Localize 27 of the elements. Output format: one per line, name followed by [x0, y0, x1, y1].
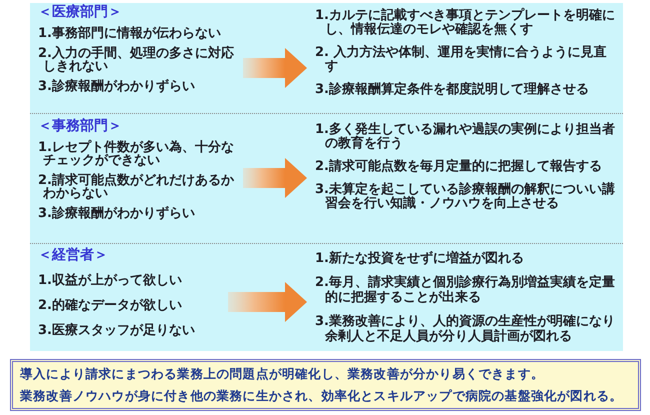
- section-heading: ＜事務部門＞: [38, 119, 123, 134]
- summary-text: 導入により請求にまつわる業務上の問題点が明確化し、業務改善が分かり易くできます。: [20, 365, 545, 383]
- list-item: 2.請求可能点数がどれだけあるかわからない: [38, 174, 235, 200]
- list-item: 2. 入力方法や体制、運用を実情に合うように見直す: [315, 46, 608, 74]
- list-item: 3.診療報酬算定条件を都度説明して理解させる: [315, 83, 590, 97]
- list-item: 3.医療スタッフが足りない: [38, 324, 196, 338]
- list-item: 2.入力の手間、処理の多さに対応しきれない: [38, 47, 235, 73]
- arrow: [228, 282, 307, 322]
- list-item: 3.診療報酬がわかりずらい: [38, 207, 196, 220]
- section-heading: ＜医療部門＞: [38, 5, 123, 20]
- list-item: 2.毎月、請求実績と個別診療行為別増益実績を定量的に把握することが出来る: [315, 275, 615, 305]
- list-item: 2.請求可能点数を毎月定量的に把握して報告する: [315, 160, 603, 174]
- list-item: 3.未算定を起こしている診療報酬の解釈についい講習会を行い知識・ノウハウを向上させる: [315, 183, 615, 211]
- list-item: 3.業務改善により、人的資源の生産性が明確になり余剰人と不足人員が分り人員計画が図れる: [315, 314, 615, 344]
- summary-text: 業務改善ノウハウが身に付き他の業務に生かされ、効率化とスキルアップで病院の基盤強化が図れる。: [20, 387, 624, 405]
- list-item: 1.収益が上がって欲しい: [38, 274, 183, 288]
- list-item: 1.新たな投資をせずに増益が図れる: [315, 251, 525, 266]
- section-heading: ＜経営者＞: [38, 248, 109, 263]
- list-item: 1.レセプト件数が多い為、十分なチェックができない: [38, 141, 235, 167]
- list-item: 2.的確なデータが欲しい: [38, 299, 183, 313]
- summary-box: [10, 359, 641, 411]
- list-item: 1.カルテに記載すべき事項とテンプレートを明確にし、情報伝達のモレや確認を無くす: [315, 9, 615, 37]
- arrow: [243, 48, 307, 88]
- list-item: 1.多く発生している漏れや過誤の実例により担当者の教育を行う: [315, 123, 615, 151]
- list-item: 1.事務部門に情報が伝わらない: [38, 27, 222, 40]
- arrow: [243, 158, 307, 198]
- list-item: 3.診療報酬がわかりずらい: [38, 80, 196, 93]
